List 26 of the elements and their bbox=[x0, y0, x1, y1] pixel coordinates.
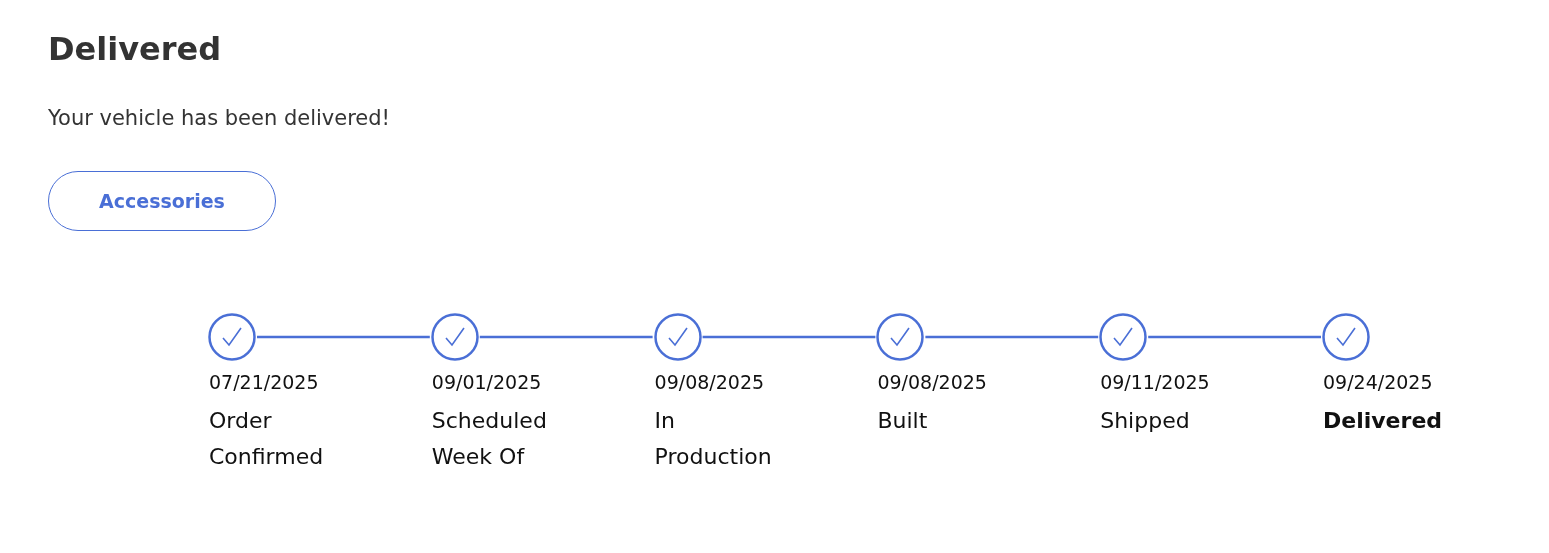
date-text: 09/08/2025 bbox=[877, 371, 987, 393]
status-label: Shipped bbox=[1100, 407, 1191, 435]
connector-line bbox=[702, 335, 876, 339]
connector-line bbox=[479, 335, 653, 339]
status-label: Scheduled Week Of bbox=[431, 407, 548, 471]
connector-line bbox=[257, 335, 430, 339]
step-circle bbox=[653, 313, 702, 361]
status-label: Built bbox=[877, 407, 929, 435]
status-label: In Production bbox=[654, 407, 773, 471]
connector-line bbox=[925, 335, 1099, 339]
accessories-button: Accessories bbox=[48, 171, 276, 231]
date-text: 07/21/2025 bbox=[209, 371, 319, 393]
step-circle bbox=[430, 313, 479, 361]
status-label: Order Confirmed bbox=[209, 407, 325, 471]
date-text: 09/11/2025 bbox=[1100, 371, 1210, 393]
date-text: 09/01/2025 bbox=[431, 371, 542, 393]
status-label: Delivered bbox=[1323, 407, 1444, 435]
date-text: 09/24/2025 bbox=[1323, 371, 1433, 393]
step-circle bbox=[876, 313, 925, 361]
page-title: Delivered bbox=[48, 30, 222, 68]
date-text: 09/08/2025 bbox=[654, 371, 765, 393]
connector-line bbox=[1148, 335, 1321, 339]
step-circle bbox=[208, 313, 256, 361]
status-message: Your vehicle has been delivered! bbox=[48, 106, 391, 130]
step-circle bbox=[1099, 313, 1148, 361]
step-circle bbox=[1322, 313, 1370, 361]
